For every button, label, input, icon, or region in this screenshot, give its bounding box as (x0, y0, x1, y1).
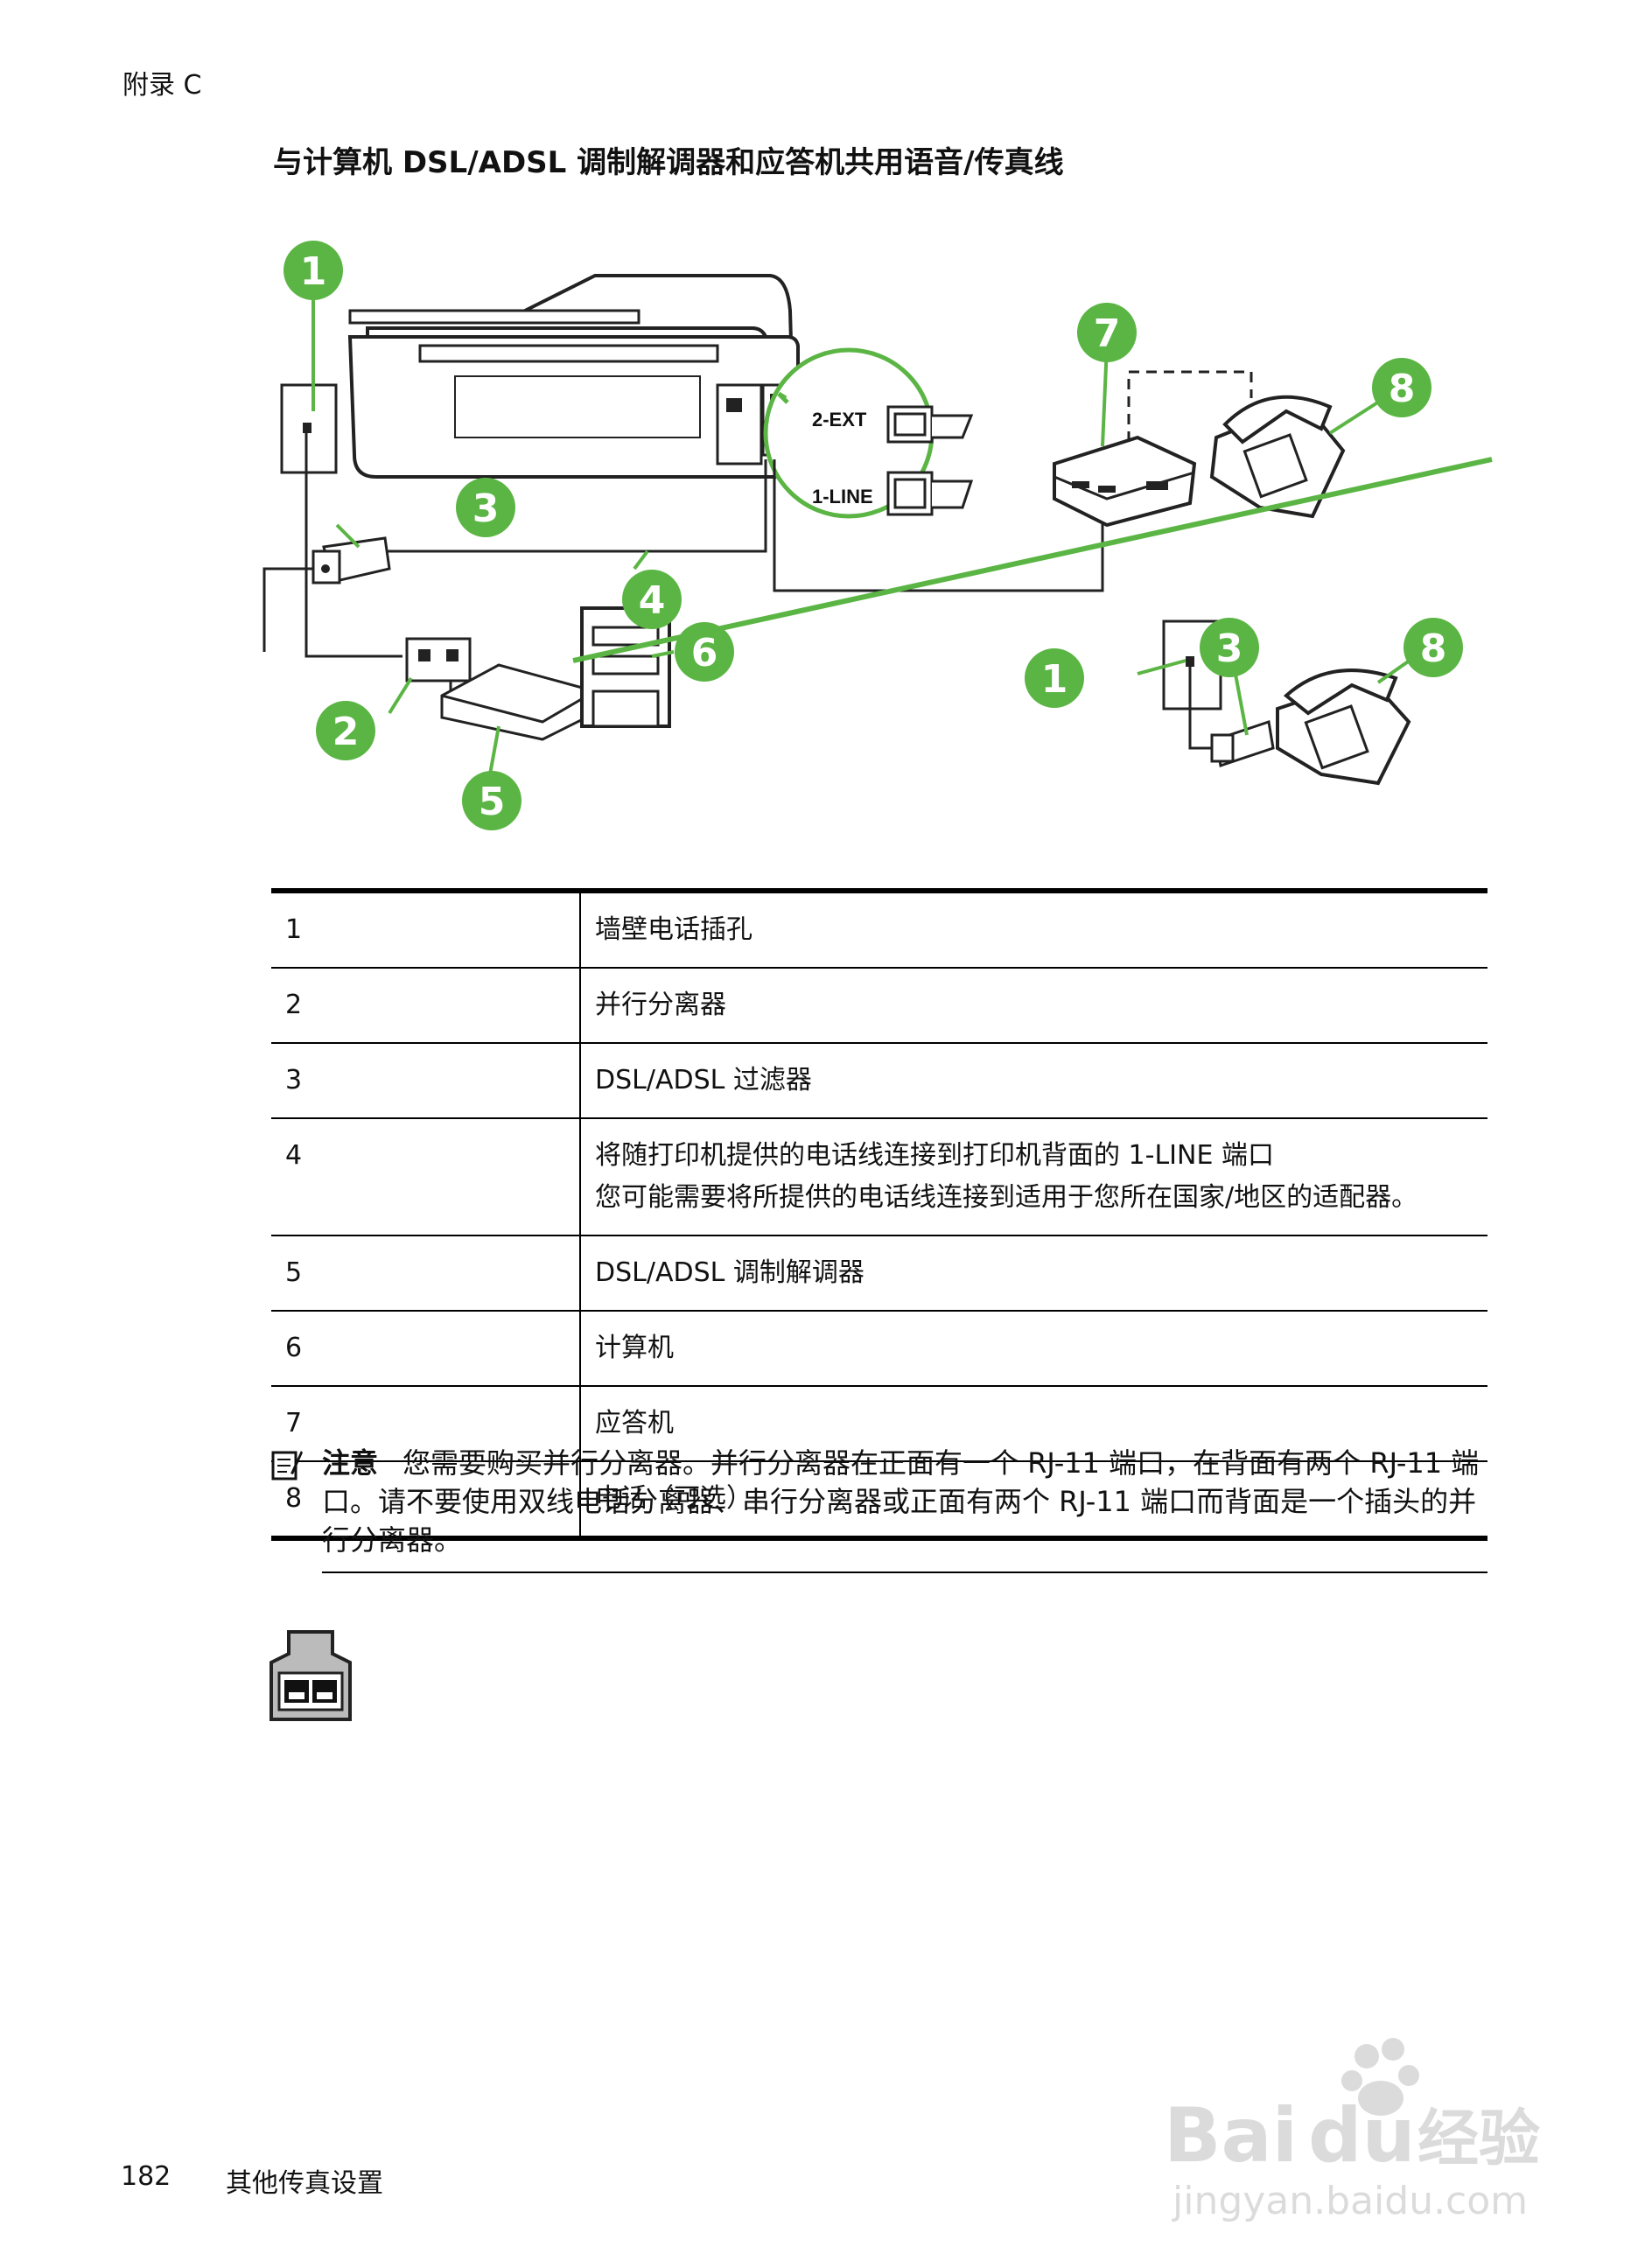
watermark-bai: Bai (1164, 2092, 1298, 2180)
parallel-splitter-icon (270, 1630, 352, 1721)
legend-number: 1 (271, 891, 581, 968)
callout-3b: 3 (1216, 626, 1243, 671)
answering-machine-illustration (1053, 435, 1197, 528)
callout-3: 3 (472, 486, 500, 531)
port-label-line: 1-LINE (812, 486, 873, 508)
legend-description-line: 电话（可选） (595, 1483, 752, 1514)
legend-description-line: DSL/ADSL 过滤器 (595, 1065, 812, 1096)
legend-row: 8 电话（可选） (271, 1460, 1488, 1538)
callout-2: 2 (332, 710, 360, 754)
callout-6: 6 (691, 631, 718, 676)
legend-number: 3 (271, 1042, 581, 1118)
legend-description: 计算机 (580, 1310, 1488, 1386)
legend-description: DSL/ADSL 过滤器 (580, 1042, 1488, 1118)
page-title: 与计算机 DSL/ADSL 调制解调器和应答机共用语音/传真线 (273, 145, 1064, 180)
callout-5: 5 (479, 780, 506, 824)
port-label-ext: 2-EXT (812, 409, 867, 430)
legend-description-line: 应答机 (595, 1408, 674, 1438)
watermark-cn: 经验 (1418, 2103, 1540, 2174)
telephone-illustration (1209, 395, 1346, 519)
section-header: 附录 C (122, 70, 202, 101)
note-block: 注意您需要购买并行分离器。并行分离器在正面有一个 RJ-11 端口，在背面有两个… (271, 1444, 1488, 1573)
callout-1: 1 (300, 249, 327, 294)
callout-8: 8 (1389, 367, 1416, 411)
legend-description-line: DSL/ADSL 调制解调器 (595, 1257, 864, 1288)
connection-diagram: 2-EXT 1-LINE (262, 241, 1493, 830)
callout-4: 4 (639, 578, 666, 623)
watermark-url: jingyan.baidu.com (1172, 2179, 1528, 2222)
printer-illustration (347, 274, 800, 479)
legend-description-line: 将随打印机提供的电话线连接到打印机背面的 1-LINE 端口 (595, 1140, 1274, 1171)
chapter-name: 其他传真设置 (226, 2168, 383, 2199)
legend-number: 2 (271, 967, 581, 1043)
legend-number: 6 (271, 1310, 581, 1386)
legend-description: 将随打印机提供的电话线连接到打印机背面的 1-LINE 端口您可能需要将所提供的… (580, 1117, 1488, 1236)
page-number: 182 (121, 2161, 172, 2192)
wall-jack (280, 383, 338, 474)
legend-description-line: 您可能需要将所提供的电话线连接到适用于您所在国家/地区的适配器。 (595, 1182, 1418, 1213)
splitter (405, 637, 472, 682)
callout-8b: 8 (1420, 626, 1447, 671)
legend-row: 2 并行分离器 (271, 967, 1488, 1043)
callout-7: 7 (1094, 312, 1121, 356)
legend-row: 1 墙壁电话插孔 (271, 891, 1488, 968)
legend-row: 6 计算机 (271, 1310, 1488, 1386)
note-icon (271, 1451, 303, 1480)
legend-number: 7 (271, 1385, 581, 1461)
legend-description: 应答机 (580, 1385, 1488, 1461)
legend-row: 5 DSL/ADSL 调制解调器 (271, 1235, 1488, 1311)
note-text: 您需要购买并行分离器。并行分离器在正面有一个 RJ-11 端口，在背面有两个 R… (322, 1446, 1480, 1557)
legend-description: 并行分离器 (580, 967, 1488, 1043)
baidu-watermark-logo: Bai du 经验 jingyan.baidu.com (1164, 2038, 1540, 2222)
callout-1b: 1 (1041, 657, 1068, 702)
legend-row: 7 应答机 (271, 1385, 1488, 1461)
legend-number: 8 (271, 1460, 581, 1538)
legend-description: DSL/ADSL 调制解调器 (580, 1235, 1488, 1311)
watermark-du: du (1308, 2092, 1416, 2180)
legend-number: 5 (271, 1235, 581, 1311)
legend-description-line: 并行分离器 (595, 990, 726, 1020)
legend-description-line: 计算机 (595, 1333, 674, 1363)
legend-number: 4 (271, 1117, 581, 1236)
legend-description: 墙壁电话插孔 (580, 891, 1488, 968)
legend-description-line: 墙壁电话插孔 (595, 914, 752, 945)
legend-description: 电话（可选） (580, 1460, 1488, 1538)
legend-row: 3 DSL/ADSL 过滤器 (271, 1042, 1488, 1118)
note-label: 注意 (322, 1446, 379, 1480)
